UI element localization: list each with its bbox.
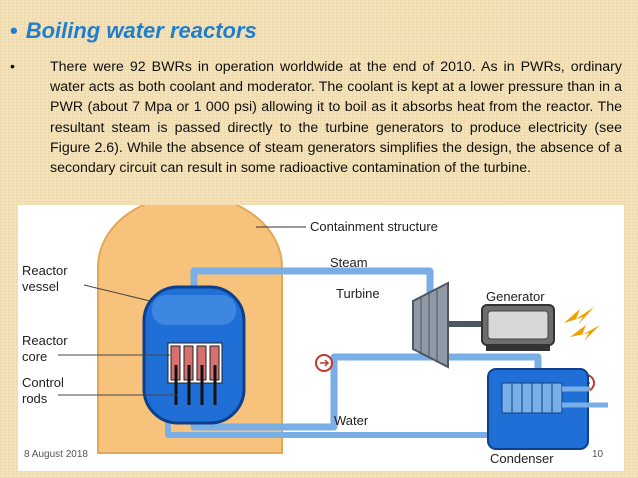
label-reactor-vessel-2: vessel xyxy=(22,279,59,294)
slide-title: • Boiling water reactors xyxy=(10,18,257,44)
title-bullet: • xyxy=(10,18,18,43)
label-reactor-vessel-1: Reactor xyxy=(22,263,68,278)
pump-arrow-1 xyxy=(320,359,330,367)
label-turbine: Turbine xyxy=(336,286,380,301)
generator-base xyxy=(486,345,550,351)
generator-panel xyxy=(487,310,549,340)
paragraph-bullet: • xyxy=(10,59,15,75)
label-water: Water xyxy=(334,413,369,428)
steam-pipe xyxy=(190,267,434,301)
cooling-water-pipe xyxy=(562,386,608,408)
control-rods xyxy=(174,365,217,405)
bwr-diagram-svg: Containment structure Steam Turbine Gene… xyxy=(22,205,608,466)
turbine xyxy=(412,281,449,369)
label-control-rods-1: Control xyxy=(22,375,64,390)
label-containment: Containment structure xyxy=(310,219,438,234)
label-reactor-core-2: core xyxy=(22,349,47,364)
turbine-shaft xyxy=(448,321,484,327)
label-reactor-core-1: Reactor xyxy=(22,333,68,348)
label-steam: Steam xyxy=(330,255,368,270)
condenser-tubes xyxy=(511,383,553,413)
label-generator: Generator xyxy=(486,289,545,304)
electricity-bolt-icon-2 xyxy=(570,325,600,341)
vessel-highlight xyxy=(152,295,236,325)
bwr-diagram: Containment structure Steam Turbine Gene… xyxy=(18,205,624,471)
vessel-leader xyxy=(83,284,151,302)
turbine-blades xyxy=(420,289,438,361)
title-text: Boiling water reactors xyxy=(25,18,257,43)
paragraph-text: There were 92 BWRs in operation worldwid… xyxy=(50,59,622,177)
body-paragraph: • There were 92 BWRs in operation worldw… xyxy=(10,57,622,178)
label-control-rods-2: rods xyxy=(22,391,48,406)
footer-date: 8 August 2018 xyxy=(24,449,88,460)
page-number: 10 xyxy=(592,449,604,460)
label-condenser: Condenser xyxy=(490,451,554,466)
water-return-pipe xyxy=(190,353,542,431)
electricity-bolt-icon xyxy=(564,307,594,325)
